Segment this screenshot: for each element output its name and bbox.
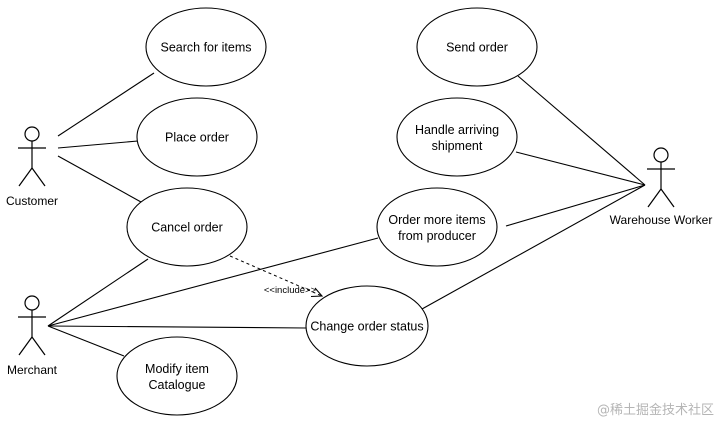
- actor-warehouse-worker-label: Warehouse Worker: [610, 213, 713, 227]
- use-case-cancel-order[interactable]: Cancel order: [126, 187, 248, 267]
- assoc-customer-search: [57, 72, 155, 137]
- use-case-place-order[interactable]: Place order: [136, 97, 258, 177]
- assoc-warehouse-ordermore: [505, 184, 646, 227]
- actor-warehouse-worker[interactable]: Warehouse Worker: [610, 147, 713, 227]
- use-case-modify-catalogue[interactable]: Modify item Catalogue: [116, 336, 238, 416]
- assoc-warehouse-send: [517, 75, 646, 186]
- actor-merchant[interactable]: Merchant: [7, 295, 58, 377]
- use-case-modify-catalogue-label-2: Catalogue: [149, 378, 206, 392]
- use-case-handle-shipment-label-2: shipment: [432, 139, 483, 153]
- actor-merchant-label: Merchant: [7, 363, 58, 377]
- include-arrow-line: [229, 255, 323, 297]
- actor-customer-label: Customer: [6, 194, 58, 208]
- assoc-merchant-cancel: [47, 258, 149, 327]
- use-case-cancel-order-label: Cancel order: [151, 221, 223, 235]
- include-label: <<include>>: [264, 285, 317, 296]
- include-relation: <<include>>: [229, 255, 324, 298]
- use-case-handle-shipment-label-1: Handle arriving: [415, 123, 499, 137]
- assoc-merchant-modify: [47, 325, 125, 357]
- use-case-change-order-status[interactable]: Change order status: [305, 285, 429, 367]
- use-case-order-more-items[interactable]: Order more items from producer: [376, 187, 498, 267]
- use-case-search[interactable]: Search for items: [145, 7, 267, 87]
- include-arrow-head: [310, 287, 324, 298]
- stick-figure-icon: [647, 147, 675, 208]
- use-case-send-order[interactable]: Send order: [416, 7, 538, 87]
- stick-figure-icon: [18, 126, 46, 187]
- association-lines: [47, 72, 646, 357]
- stick-figure-icon: [18, 295, 46, 356]
- assoc-customer-cancel: [57, 155, 142, 203]
- use-case-order-more-items-label-1: Order more items: [388, 213, 485, 227]
- assoc-customer-place: [57, 140, 139, 149]
- use-case-place-order-label: Place order: [165, 131, 229, 145]
- use-case-send-order-label: Send order: [446, 41, 508, 55]
- use-case-change-order-status-label: Change order status: [310, 320, 423, 334]
- actor-customer[interactable]: Customer: [6, 126, 58, 208]
- use-case-handle-shipment[interactable]: Handle arriving shipment: [396, 97, 518, 177]
- use-case-order-more-items-label-2: from producer: [398, 229, 476, 243]
- watermark: @稀土掘金技术社区: [597, 402, 714, 418]
- assoc-warehouse-change: [421, 184, 646, 310]
- use-case-modify-catalogue-label-1: Modify item: [145, 362, 209, 376]
- assoc-warehouse-handle: [515, 151, 646, 186]
- assoc-merchant-change: [47, 325, 307, 329]
- assoc-merchant-ordermore: [47, 237, 379, 327]
- use-case-search-label: Search for items: [160, 41, 251, 55]
